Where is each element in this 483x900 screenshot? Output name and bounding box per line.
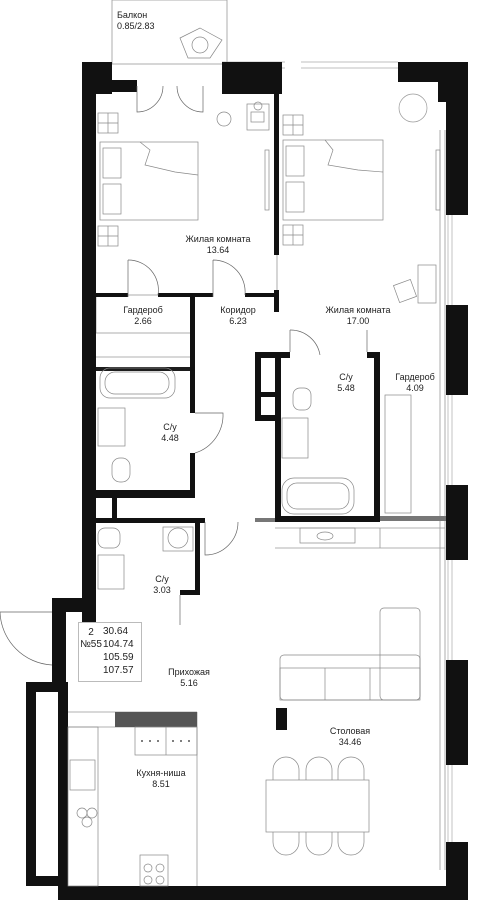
thin-walls: [68, 0, 446, 888]
room-area: 4.09: [406, 383, 424, 393]
room-name: С/у: [339, 372, 353, 382]
room-label-corridor: Коридор 6.23: [220, 305, 256, 327]
area-value: 30.64: [103, 626, 129, 637]
room-label-bath1: С/у 4.48: [161, 422, 179, 444]
kitchen-marks: [141, 740, 190, 742]
room-area: 13.64: [206, 245, 230, 255]
room-area: 6.23: [229, 316, 247, 326]
room-label-bath3: С/у 3.03: [153, 574, 171, 596]
room-area: 5.16: [180, 678, 198, 688]
area-value: 105.59: [103, 652, 134, 663]
room-label-kitchen: Кухня-ниша 8.51: [136, 768, 185, 790]
room-area: 8.51: [152, 779, 170, 789]
room-name: Гардероб: [123, 305, 163, 315]
room-area: 4.48: [161, 433, 179, 443]
apartment-id: 2 №55: [79, 627, 103, 651]
room-name: С/у: [155, 574, 169, 584]
room-area: 3.03: [153, 585, 171, 595]
rooms-count: 2: [88, 627, 94, 638]
area-value: 107.57: [103, 665, 134, 676]
room-label-bath2: С/у 5.48: [337, 372, 355, 394]
windows: [222, 61, 453, 842]
apartment-info-box: 2 №55 30.64 104.74 105.59 107.57: [78, 622, 142, 682]
furniture: [67, 27, 441, 887]
room-label-wardrobe1: Гардероб 2.66: [123, 305, 163, 327]
room-name: Коридор: [220, 305, 256, 315]
room-label-wardrobe2: Гардероб 4.09: [395, 372, 435, 394]
room-label-bedroom2: Жилая комната 17.00: [325, 305, 390, 327]
balcony-label: Балкон 0.85/2.83: [117, 10, 155, 32]
room-area: 17.00: [346, 316, 370, 326]
room-name: Жилая комната: [185, 234, 251, 244]
doors: [0, 85, 368, 666]
room-label-dining: Столовая 34.46: [330, 726, 370, 748]
apartment-number: №55: [80, 639, 102, 650]
balcony-dims: 0.85/2.83: [117, 21, 155, 31]
apartment-areas: 30.64 104.74 105.59 107.57: [103, 625, 134, 677]
room-label-bedroom1: Жилая комната 13.64: [185, 234, 250, 256]
room-name: С/у: [163, 422, 177, 432]
room-name: Жилая комната: [325, 305, 391, 315]
walls: [26, 62, 468, 900]
room-name: Кухня-ниша: [136, 768, 186, 778]
room-name: Гардероб: [395, 372, 435, 382]
balcony-name: Балкон: [117, 10, 148, 20]
room-area: 5.48: [337, 383, 355, 393]
room-area: 34.46: [338, 737, 362, 747]
area-value: 104.74: [103, 639, 134, 650]
room-name: Столовая: [329, 726, 371, 736]
room-label-hall: Прихожая 5.16: [168, 667, 210, 689]
room-area: 2.66: [134, 316, 152, 326]
room-name: Прихожая: [168, 667, 210, 677]
